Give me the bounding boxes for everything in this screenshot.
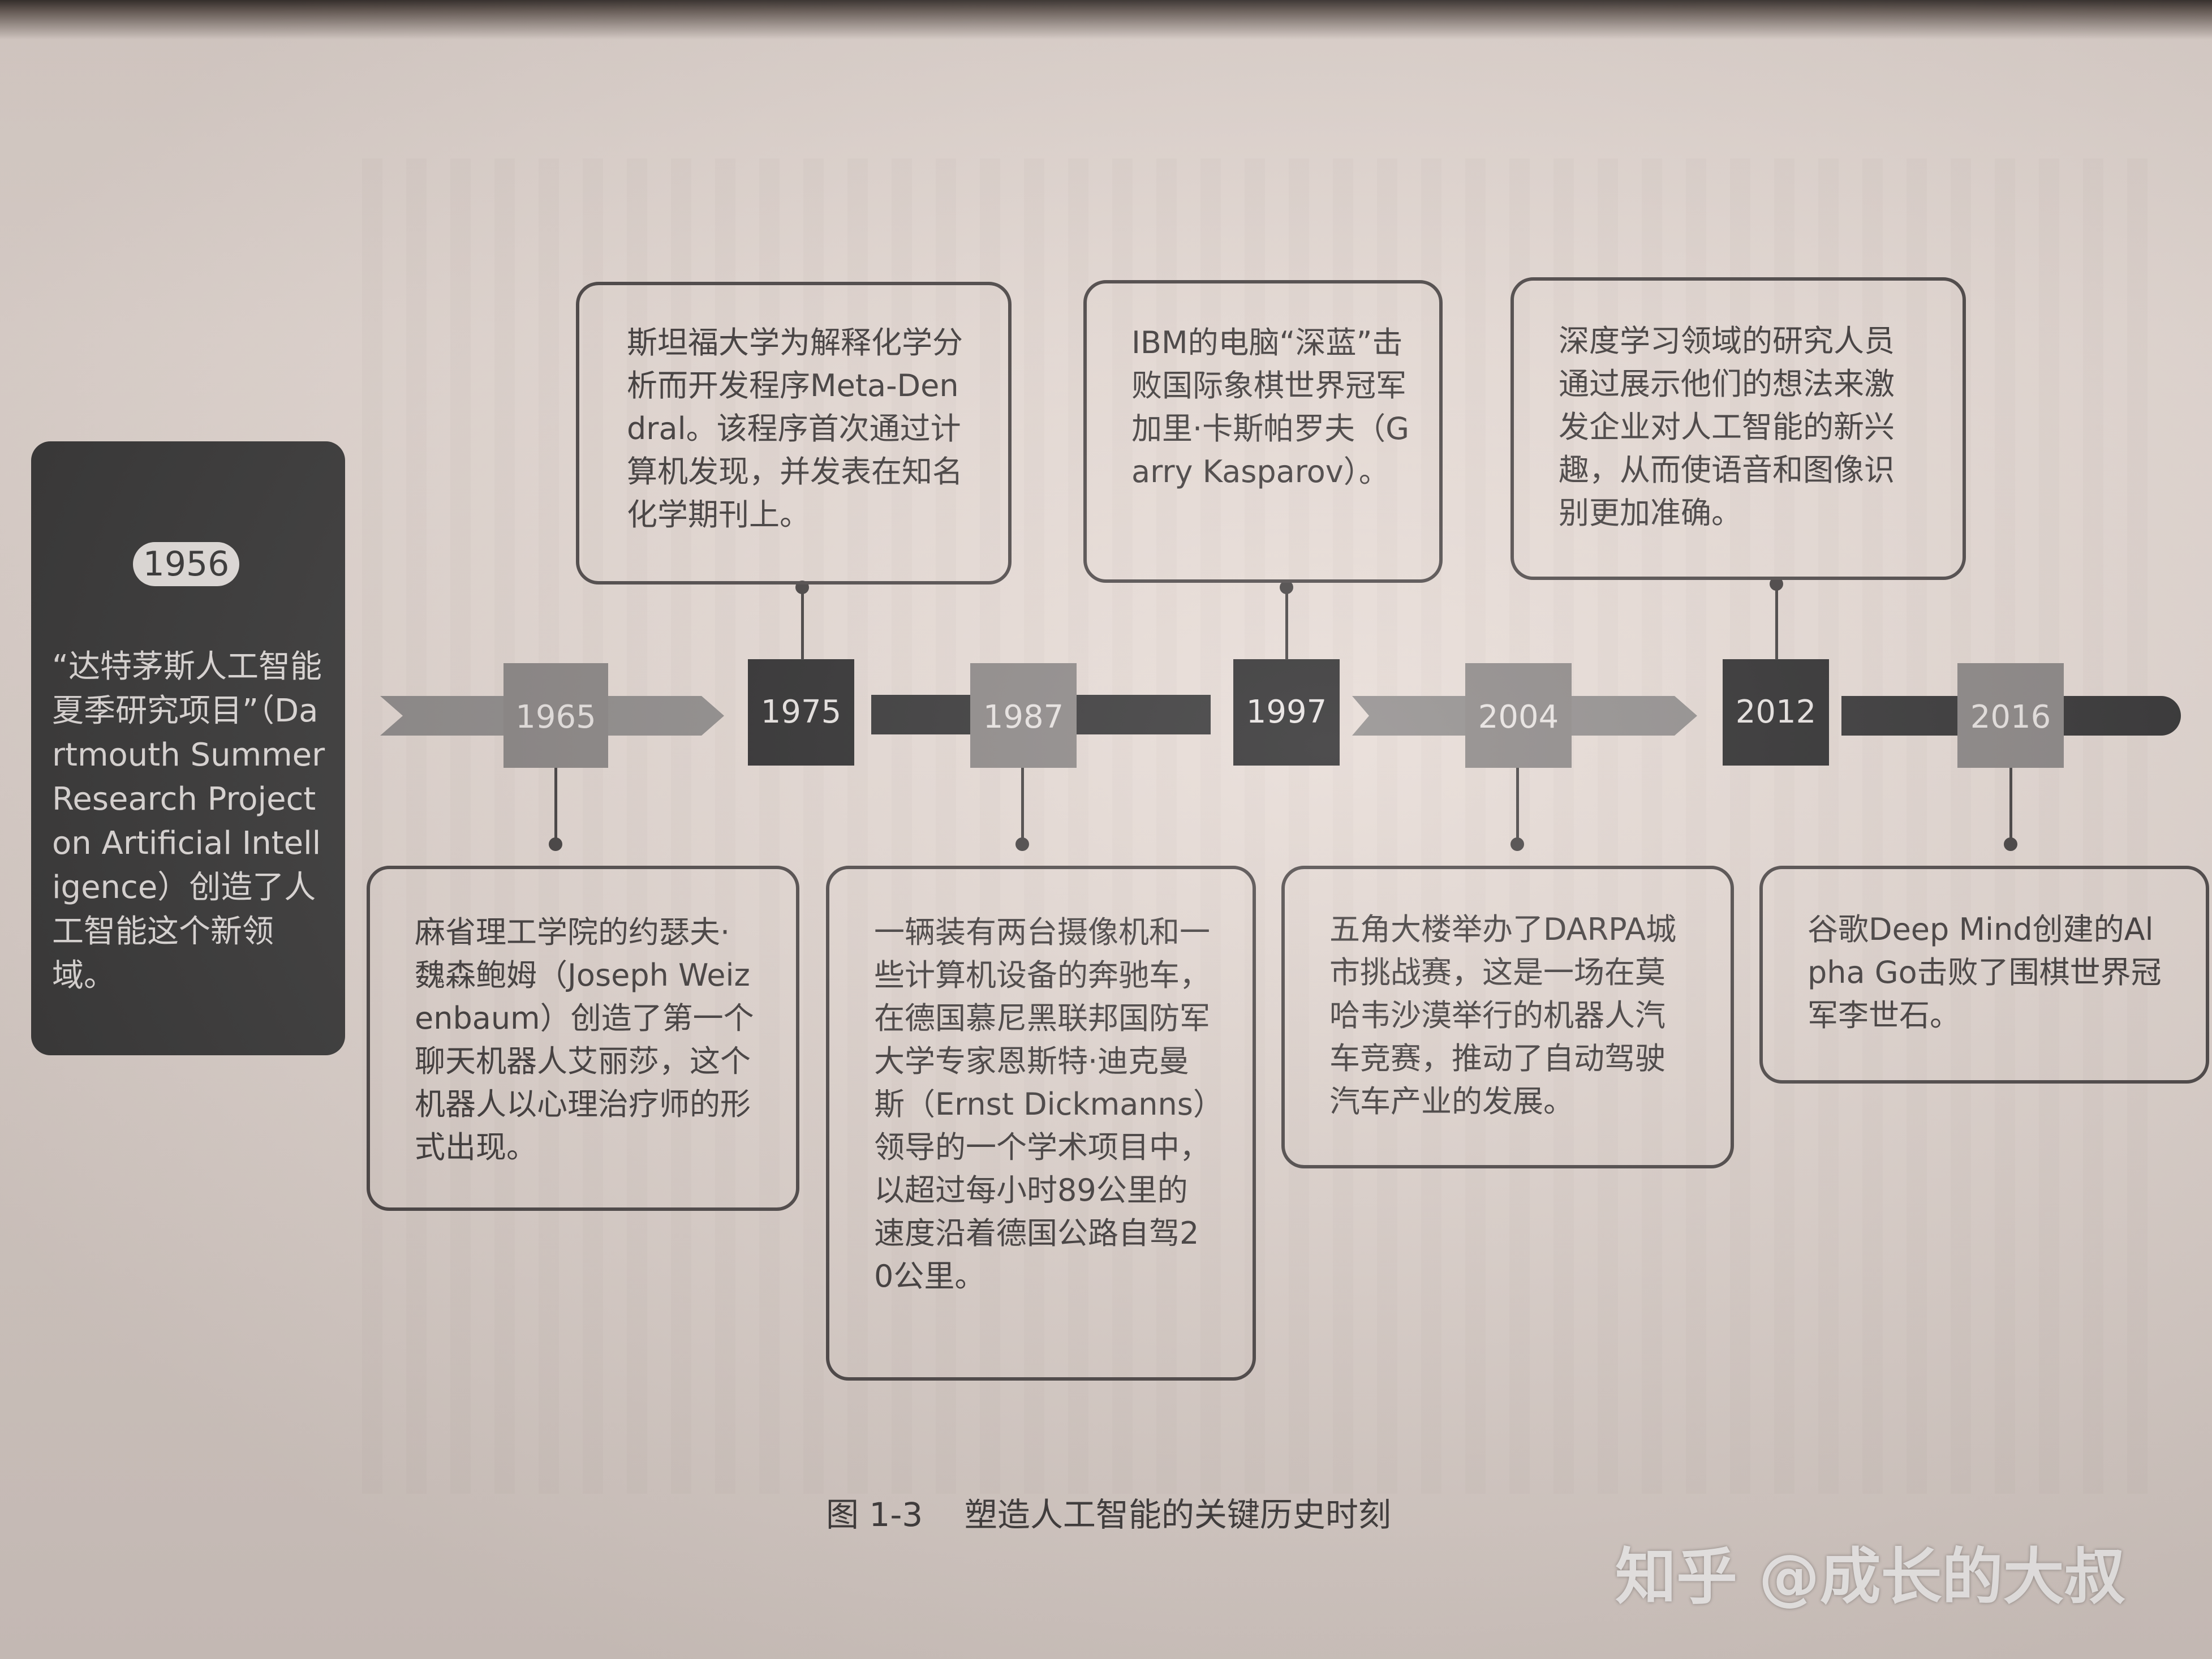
event-text-1965: 麻省理工学院的约瑟夫·魏森鲍姆（Joseph Weizenbaum）创造了第一个… [415,914,754,1165]
year-marker-1997: 1997 [1233,659,1340,766]
connector-stem-1975 [801,586,804,660]
figure-caption: 图 1-3 塑造人工智能的关键历史时刻 [826,1495,1391,1534]
event-box-1975 [576,282,1012,584]
event-text-1997: IBM的电脑“深蓝”击败国际象棋世界冠军加里·卡斯帕罗夫（Garry Kaspa… [1131,325,1410,489]
event-box-1997 [1083,280,1443,583]
connector-dot-2016 [2004,837,2017,851]
connector-dot-1987 [1015,837,1029,851]
connector-stem-2012 [1775,583,1778,660]
year-marker-2016: 2016 [1957,663,2064,768]
event-box-2012 [1510,277,1966,580]
origin-card-text: “达特茅斯人工智能夏季研究项目”（Dartmouth Summer Resear… [52,648,325,994]
event-text-2004: 五角大楼举办了DARPA城市挑战赛，这是一场在莫哈韦沙漠举行的机器人汽车竞赛，推… [1329,912,1677,1119]
zhihu-watermark: 知乎 @成长的大叔 [1615,1542,2125,1613]
year-marker-2012: 2012 [1723,659,1829,766]
year-marker-1965: 1965 [503,663,608,768]
year-marker-1975: 1975 [748,659,854,766]
year-marker-2004: 2004 [1465,663,1572,768]
connector-dot-2004 [1510,837,1524,851]
event-box-1965 [367,866,799,1211]
connector-stem-2016 [2009,768,2012,841]
event-box-1987 [826,866,1256,1381]
connector-stem-1965 [554,768,557,841]
year-marker-1987: 1987 [970,663,1077,768]
event-text-1975: 斯坦福大学为解释化学分析而开发程序Meta-Dendral。该程序首次通过计算机… [627,325,963,532]
event-text-2012: 深度学习领域的研究人员通过展示他们的想法来激发企业对人工智能的新兴趣，从而使语音… [1559,323,1895,531]
year-badge-1956: 1956 [133,542,239,586]
event-box-2016 [1759,866,2209,1084]
connector-stem-1997 [1285,586,1288,660]
event-text-2016: 谷歌Deep Mind创建的Alpha Go击败了围棋世界冠军李世石。 [1808,912,2162,1033]
event-box-2004 [1281,866,1734,1168]
connector-dot-1965 [549,837,562,851]
connector-stem-2004 [1516,768,1519,841]
connector-stem-1987 [1021,768,1024,841]
event-text-1987: 一辆装有两台摄像机和一些计算机设备的奔驰车，在德国慕尼黑联邦国防军大学专家恩斯特… [874,914,1210,1294]
